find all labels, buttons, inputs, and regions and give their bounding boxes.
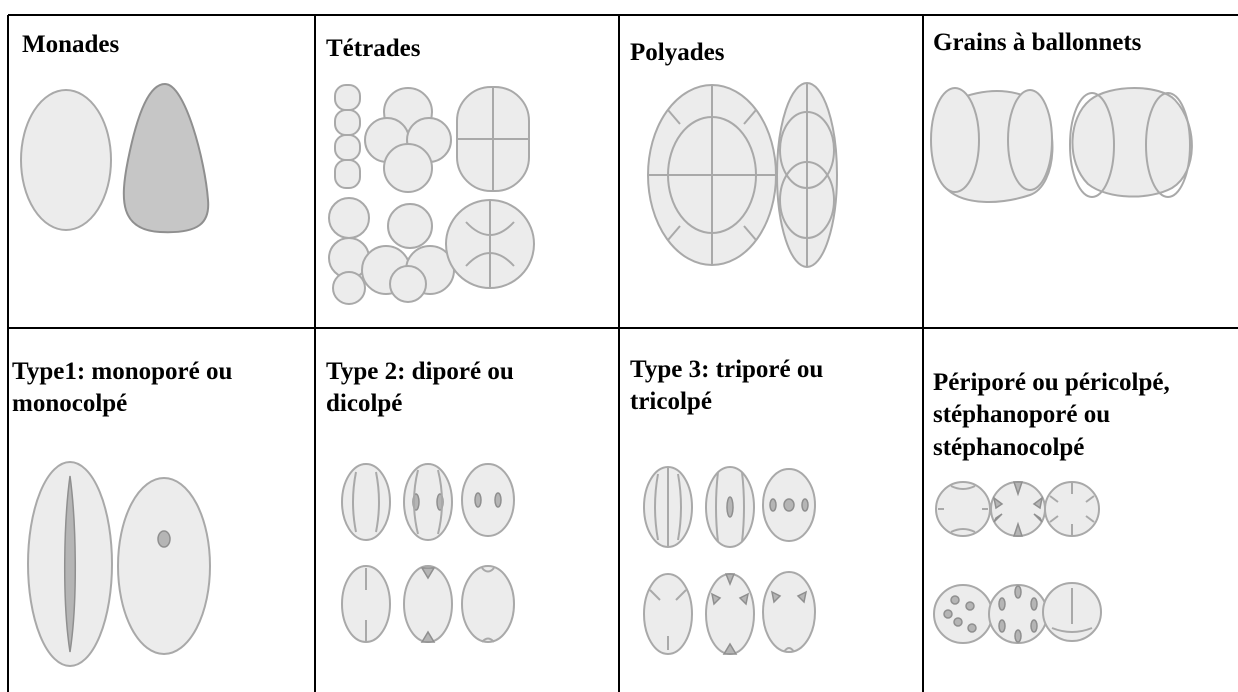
label-type1-line2: monocolpé — [12, 390, 127, 417]
type1-illustration — [28, 462, 210, 666]
label-tetrades: Tétrades — [326, 35, 421, 62]
label-type3-line1: Type 3: triporé ou — [630, 356, 823, 383]
peri-illustration — [934, 482, 1101, 643]
label-peri-line3: stéphanocolpé — [933, 434, 1084, 461]
label-peri-line2: stéphanoporé ou — [933, 401, 1110, 428]
tetrades-illustration — [329, 85, 534, 304]
label-type1-line1: Type1: monoporé ou — [12, 358, 232, 385]
label-monades: Monades — [22, 31, 120, 58]
type2-illustration — [342, 464, 514, 642]
label-grains-ballonnets: Grains à ballonnets — [933, 29, 1142, 56]
label-polyades: Polyades — [630, 39, 725, 66]
polyades-illustration — [648, 83, 837, 267]
label-type3-line2: tricolpé — [630, 388, 712, 415]
label-type2-line2: dicolpé — [326, 390, 402, 417]
monades-illustration — [21, 84, 208, 232]
type3-illustration — [644, 467, 815, 654]
label-type2-line1: Type 2: diporé ou — [326, 358, 514, 385]
ballonnets-illustration — [931, 88, 1192, 202]
label-peri-line1: Périporé ou péricolpé, — [933, 369, 1170, 396]
